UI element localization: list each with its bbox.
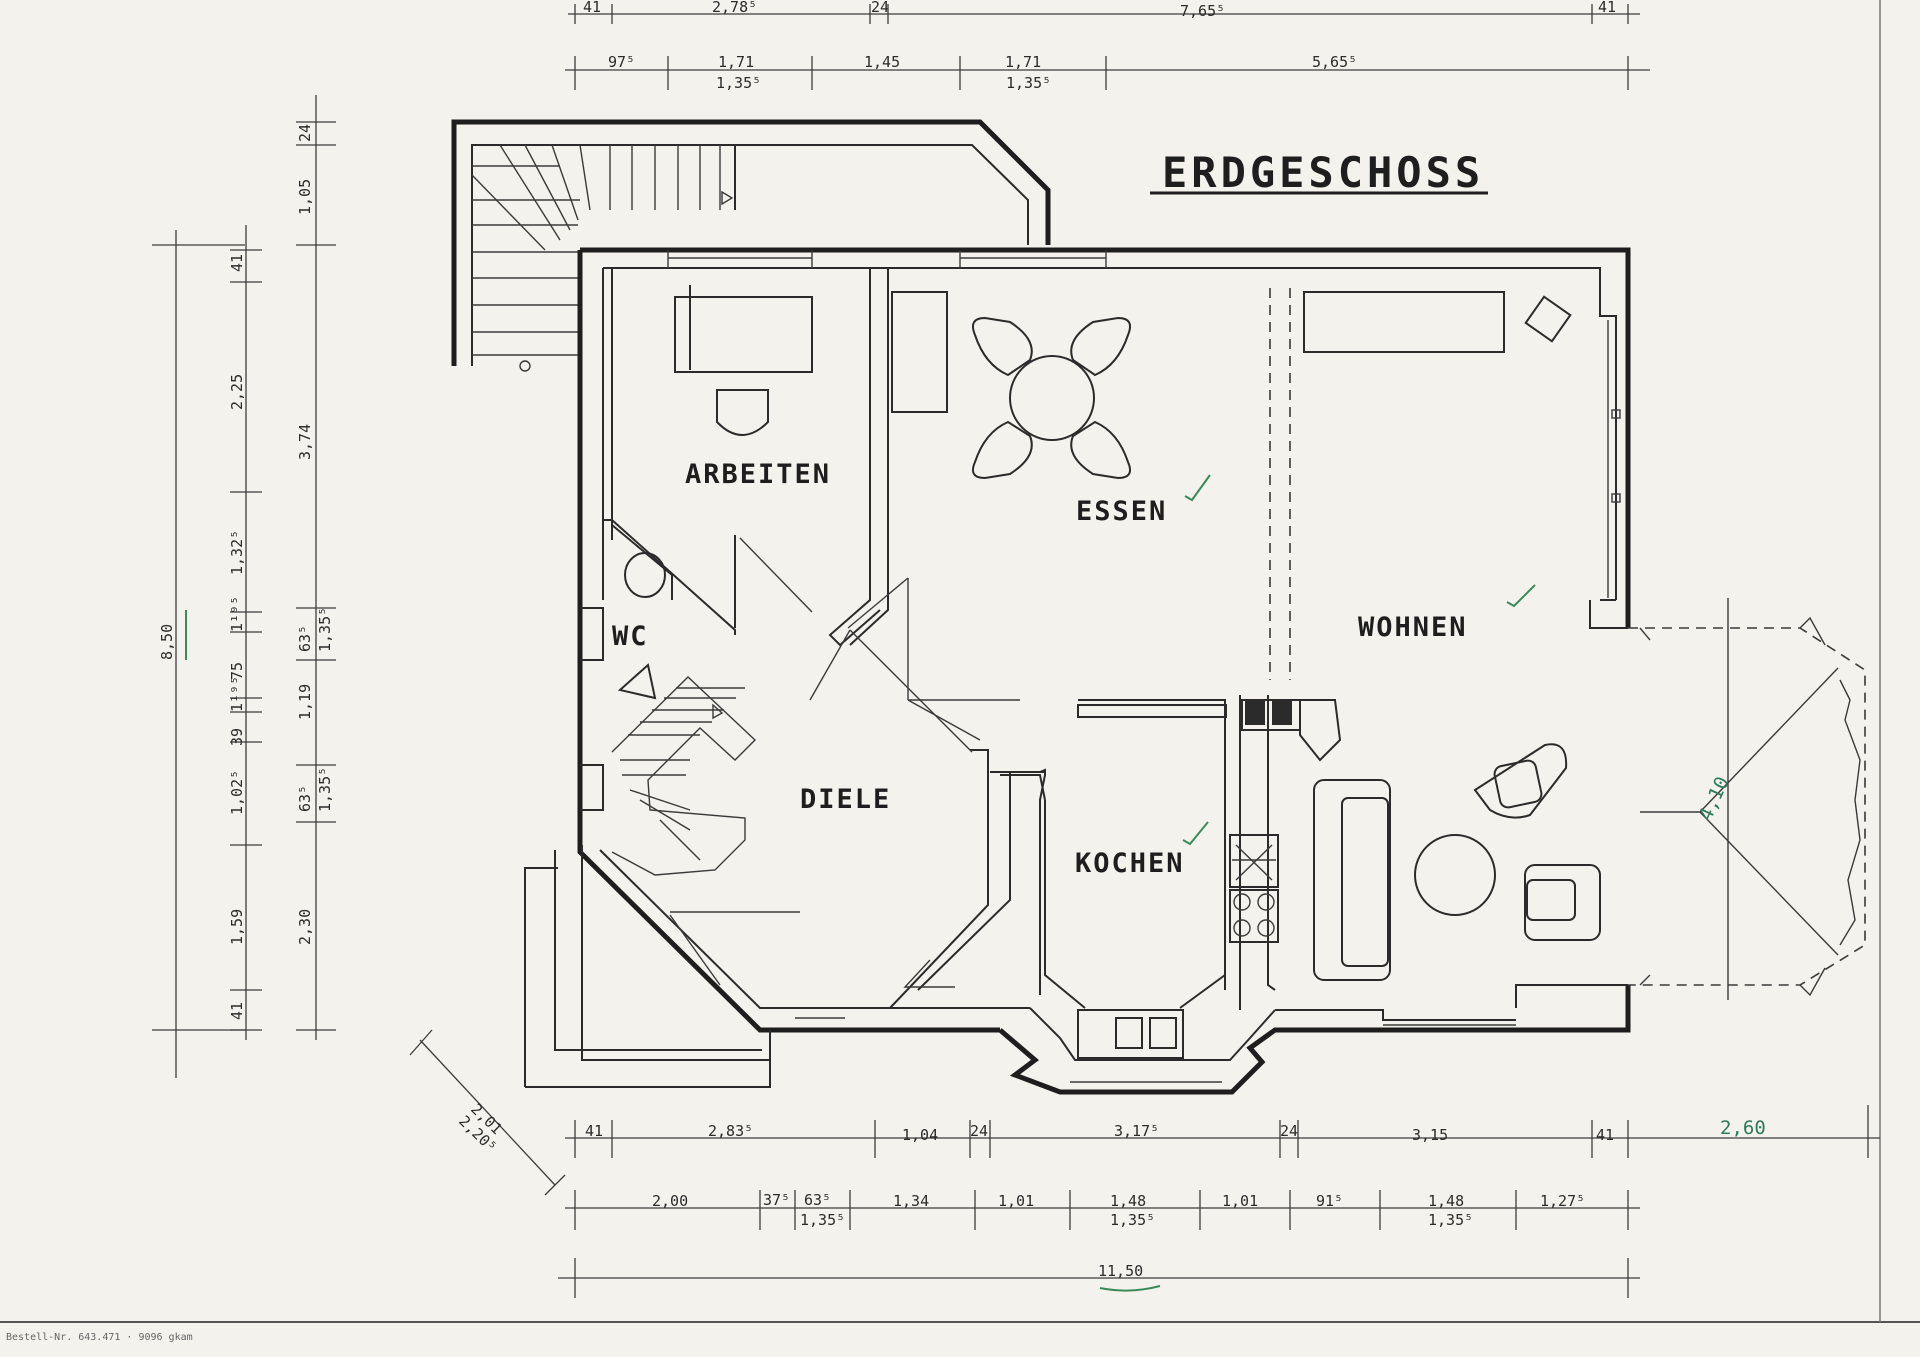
- dim-left-inner-1: 1,05: [296, 179, 314, 215]
- dim-bottom1-5: 24: [1280, 1122, 1298, 1140]
- dim-bottom2-4: 1,34: [893, 1192, 929, 1210]
- check-mark-essen: [1184, 474, 1211, 502]
- dim-bottom2-2: 63⁵: [804, 1191, 831, 1209]
- room-label-wc: WC: [612, 621, 649, 652]
- dim-left-inner-6: 63⁵: [296, 785, 314, 812]
- room-label-essen: ESSEN: [1076, 496, 1167, 527]
- dim-bottom2-1: 37⁵: [763, 1191, 790, 1209]
- dim-bottom2-5: 1,01: [998, 1192, 1034, 1210]
- dim-top2-3: 1,45: [864, 53, 900, 71]
- dim-left-inner-5: 1,19: [296, 684, 314, 720]
- dim-bottom1-3: 24: [970, 1122, 988, 1140]
- dim-top2-5: 1,35⁵: [1006, 74, 1051, 92]
- dimension-chain-top-1: 41 2,78⁵ 24 7,65⁵ 41: [568, 0, 1640, 24]
- dimension-chain-left-outer: 8,50: [152, 230, 245, 1078]
- dim-left-mid-4: 75: [228, 662, 246, 680]
- dim-left-inner-0: 24: [296, 124, 314, 142]
- dim-left-inner-2: 3,74: [296, 424, 314, 460]
- dimension-chain-bottom-2: 2,00 37⁵ 63⁵ 1,35⁵ 1,34 1,01 1,48 1,35⁵ …: [565, 1190, 1640, 1230]
- dim-left-mid-8: 1,59: [228, 909, 246, 945]
- dim-left-total: 8,50: [158, 624, 176, 660]
- dim-bottom2-8: 1,01: [1222, 1192, 1258, 1210]
- dim-top1-0: 41: [583, 0, 601, 16]
- dimension-chain-left-mid: 41 2,25 1,32⁵ 1¹⁹⁵ 75 1¹⁹⁵ 39 1,02⁵ 1,59…: [228, 225, 262, 1040]
- terrace-right: [1628, 598, 1866, 1000]
- dim-bottom1-6: 3,15: [1412, 1126, 1448, 1144]
- dim-left-inner-3: 63⁵: [296, 625, 314, 652]
- dim-top1-2: 24: [871, 0, 889, 16]
- dim-left-mid-7: 1,02⁵: [228, 770, 246, 815]
- dim-left-inner-7: 1,35⁵: [316, 767, 334, 812]
- dim-top2-6: 5,65⁵: [1312, 53, 1357, 71]
- dimension-total-bottom: 11,50: [558, 1258, 1640, 1298]
- dim-left-mid-5: 1¹⁹⁵: [228, 676, 246, 712]
- dim-bottom2-10: 1,48: [1428, 1192, 1464, 1210]
- dim-left-mid-0: 41: [228, 254, 246, 272]
- dim-bottom2-12: 1,27⁵: [1540, 1192, 1585, 1210]
- dimension-chain-left-inner: 24 1,05 3,74 63⁵ 1,35⁵ 1,19 63⁵ 1,35⁵ 2,…: [296, 95, 336, 1040]
- room-label-arbeiten: ARBEITEN: [685, 459, 831, 490]
- dim-top1-1: 2,78⁵: [712, 0, 757, 16]
- room-label-kochen: KOCHEN: [1075, 848, 1185, 879]
- dim-left-mid-2: 1,32⁵: [228, 530, 246, 575]
- furniture: [611, 291, 1601, 1059]
- room-label-diele: DIELE: [800, 784, 891, 815]
- dim-top1-3: 7,65⁵: [1180, 2, 1225, 20]
- plan-title: ERDGESCHOSS: [1162, 148, 1484, 197]
- dim-bottom2-9: 91⁵: [1316, 1192, 1343, 1210]
- entry-steps: [524, 845, 771, 1088]
- dimension-chain-bottom-1: 41 2,83⁵ 1,04 24 3,17⁵ 24 3,15 41 2,60 4…: [565, 773, 1880, 1158]
- dim-top2-4: 1,71: [1005, 53, 1041, 71]
- dim-bottom2-7: 1,35⁵: [1110, 1211, 1155, 1229]
- dim-total-width: 11,50: [1098, 1262, 1143, 1280]
- check-mark-kochen: [1182, 821, 1209, 846]
- dim-bottom1-0: 41: [585, 1122, 603, 1140]
- dim-top2-2: 1,35⁵: [716, 74, 761, 92]
- exterior-stair-top: [451, 119, 1051, 372]
- dim-top1-4: 41: [1598, 0, 1616, 16]
- dim-bottom1-4: 3,17⁵: [1114, 1122, 1159, 1140]
- check-mark-wohnen: [1506, 584, 1536, 608]
- footer-order-number: Bestell-Nr. 643.471 · 9096 gkam: [6, 1332, 193, 1343]
- dim-top2-1: 1,71: [718, 53, 754, 71]
- dim-left-mid-9: 41: [228, 1002, 246, 1020]
- dim-bottom2-0: 2,00: [652, 1192, 688, 1210]
- dim-bottom1-2: 1,04: [902, 1126, 938, 1144]
- dim-left-inner-4: 1,35⁵: [316, 607, 334, 652]
- dim-left-mid-6: 39: [228, 728, 246, 746]
- dim-bottom1-1: 2,83⁵: [708, 1122, 753, 1140]
- interior-walls: [580, 268, 1291, 1010]
- dim-bottom2-6: 1,48: [1110, 1192, 1146, 1210]
- dim-top2-0: 97⁵: [608, 53, 635, 71]
- room-label-wohnen: WOHNEN: [1358, 612, 1468, 643]
- dim-terrace-width: 2,60: [1720, 1117, 1766, 1139]
- dimension-chain-top-2: 97⁵ 1,71 1,35⁵ 1,45 1,71 1,35⁵ 5,65⁵: [565, 53, 1650, 92]
- dim-left-inner-8: 2,30: [296, 909, 314, 945]
- dim-bottom2-3: 1,35⁵: [800, 1211, 845, 1229]
- exterior-walls: [577, 247, 1631, 1095]
- dim-bottom2-11: 1,35⁵: [1428, 1211, 1473, 1229]
- dim-bottom1-7: 41: [1596, 1126, 1614, 1144]
- dim-left-mid-1: 2,25: [228, 374, 246, 410]
- dim-left-mid-3: 1¹⁹⁵: [228, 596, 246, 632]
